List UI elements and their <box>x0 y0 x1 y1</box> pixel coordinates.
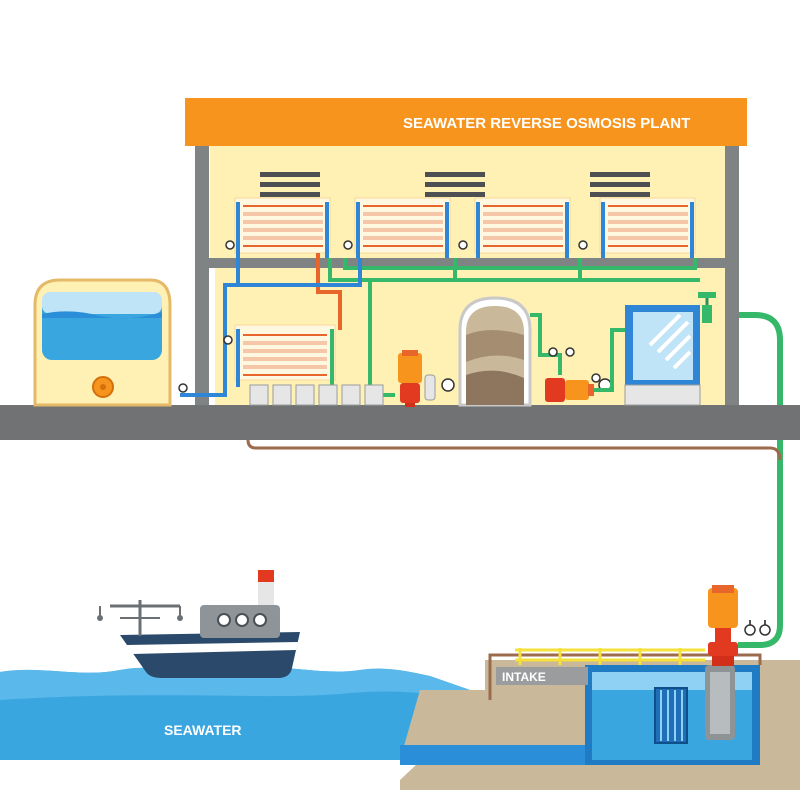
green-intake-pipe <box>705 312 783 648</box>
intake-label: INTAKE <box>502 670 546 684</box>
gauge-icon <box>548 347 601 383</box>
plant-title: SEAWATER REVERSE OSMOSIS PLANT <box>403 115 690 132</box>
pump-icon <box>398 350 422 407</box>
valve-icon <box>698 292 716 323</box>
filter-screen-icon <box>654 687 688 744</box>
ship-icon <box>97 570 300 678</box>
seawater-label: SEAWATER <box>164 722 242 738</box>
ground-slab <box>0 405 800 440</box>
discharge-line <box>488 653 762 700</box>
brown-underground-line <box>246 420 782 461</box>
upper-pipes <box>180 253 700 397</box>
treatment-unit <box>624 305 701 406</box>
green-mid-pipe <box>530 313 562 375</box>
pump-icon <box>708 585 738 666</box>
intake-plate <box>496 667 588 685</box>
roof-vents <box>260 172 650 197</box>
pump-icon <box>545 378 594 402</box>
channel-water-slope <box>400 745 440 765</box>
intake-channel <box>400 690 590 760</box>
intake-railing <box>515 648 705 665</box>
gauge-icon <box>744 620 771 636</box>
membrane-rack-icon <box>234 197 696 258</box>
intake-pump-column <box>705 665 735 740</box>
valve-icon <box>178 240 612 393</box>
sand-filter-icon <box>458 296 532 407</box>
green-right-pipe <box>590 328 625 392</box>
sea-surface <box>0 667 470 700</box>
intake-sign: INTAKE <box>496 667 588 685</box>
storage-tank-icon <box>33 278 172 407</box>
cartridge-filters <box>249 384 384 406</box>
small-tank <box>424 374 436 401</box>
membrane-rack-icon <box>234 324 336 387</box>
roof <box>185 98 747 146</box>
